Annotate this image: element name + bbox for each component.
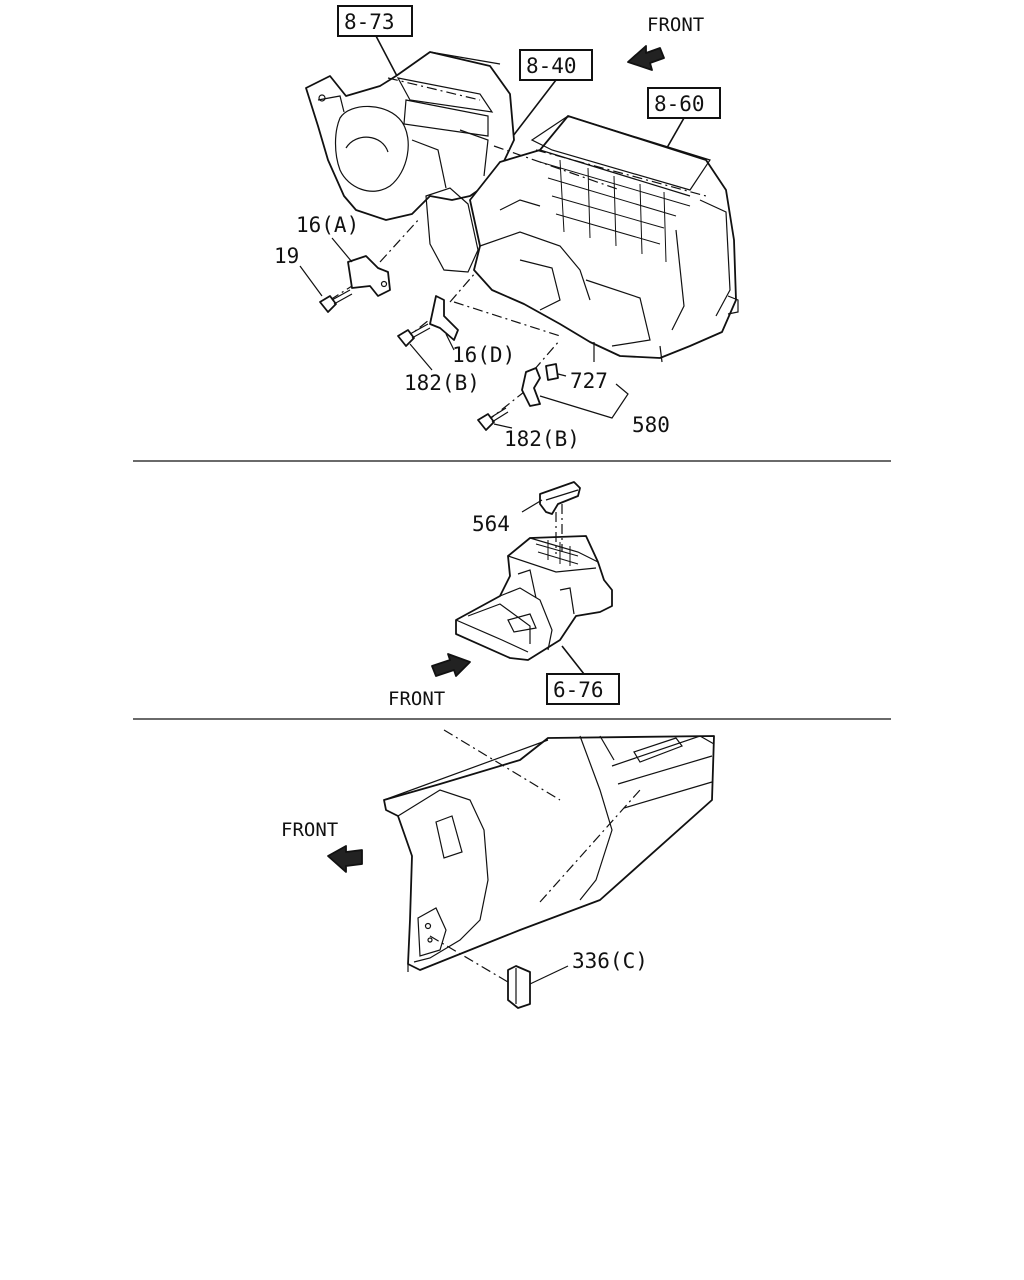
panel-bottom: FRONT 336(C): [281, 729, 715, 1009]
instrument-panel: [383, 735, 715, 972]
ref-box-8-60[interactable]: 8-60: [647, 87, 721, 119]
ref-box-8-40[interactable]: 8-40: [519, 49, 593, 81]
front-arrow-icon: [627, 45, 665, 71]
bracket-16d[interactable]: [429, 295, 459, 341]
panel-middle: 564 6-76 FRONT: [388, 481, 620, 710]
front-arrow-icon: [327, 845, 363, 873]
ref-label-8-73: 8-73: [344, 10, 395, 34]
blower-unit: [305, 51, 515, 221]
front-arrow-icon: [431, 653, 471, 677]
cover-564[interactable]: [539, 481, 581, 515]
callout-580: 580: [632, 413, 670, 437]
bolt-182b-lower[interactable]: [477, 407, 509, 431]
panel-top: 8-73 8-40 8-60 FRONT: [274, 5, 739, 451]
front-label-top: FRONT: [647, 14, 704, 36]
clip-727[interactable]: [545, 363, 559, 381]
ref-box-8-73[interactable]: 8-73: [337, 5, 413, 37]
callout-727: 727: [570, 369, 608, 393]
callout-16d: 16(D): [452, 343, 515, 367]
front-label-middle: FRONT: [388, 688, 445, 710]
callout-336c: 336(C): [572, 949, 648, 973]
ref-box-6-76[interactable]: 6-76: [546, 673, 620, 705]
bolt-19[interactable]: [319, 289, 353, 313]
callout-16a: 16(A): [296, 213, 359, 237]
bolt-182b-upper[interactable]: [397, 323, 431, 347]
bracket-16a[interactable]: [347, 255, 391, 297]
bracket-336c[interactable]: [507, 965, 531, 1009]
callout-182b-upper: 182(B): [404, 371, 480, 395]
callout-19: 19: [274, 244, 299, 268]
ref-label-8-40: 8-40: [526, 54, 577, 78]
ref-label-8-60: 8-60: [654, 92, 705, 116]
bracket-580[interactable]: [521, 367, 541, 407]
core-housing: [425, 115, 739, 363]
callout-564: 564: [472, 512, 510, 536]
callout-182b-lower: 182(B): [504, 427, 580, 451]
ref-label-6-76: 6-76: [553, 678, 604, 702]
front-label-bottom: FRONT: [281, 819, 338, 841]
console-body: [455, 535, 613, 661]
